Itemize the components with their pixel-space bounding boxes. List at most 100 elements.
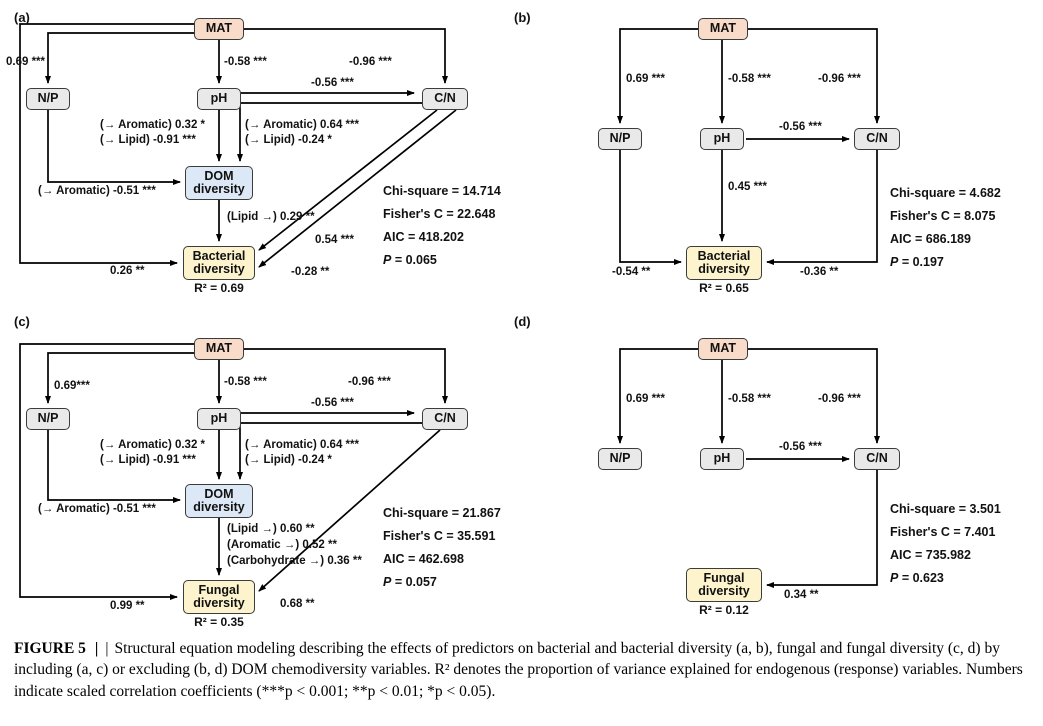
arrow-a-mat-to-cn bbox=[244, 28, 448, 84]
caption-body: Structural equation modeling describing … bbox=[14, 640, 1023, 700]
arrow-a-right-to-bacterial bbox=[258, 109, 457, 268]
edge-label-d-ph-cn: -0.56 *** bbox=[779, 441, 822, 453]
r2-fungal-c: R² = 0.35 bbox=[194, 615, 244, 629]
edge-label-a-dom-bacterial: (Lipid →) 0.29 ** bbox=[227, 211, 315, 223]
edge-label-a-ph-cn: -0.56 *** bbox=[311, 77, 354, 89]
edge-label-c-cn-dom-aromatic: (→ Aromatic) 0.64 *** bbox=[245, 439, 359, 451]
edge-label-c-mat-ph: -0.58 *** bbox=[224, 376, 267, 388]
edge-label-b-ph-cn: -0.56 *** bbox=[779, 121, 822, 133]
stat-fisher-d: Fisher's C = 7.401 bbox=[890, 525, 996, 539]
arrow-b-mat-to-cn bbox=[748, 28, 880, 124]
edge-label-c-ph-dom-lipid: (→ Lipid) -0.91 *** bbox=[100, 454, 196, 466]
stat-aic-d: AIC = 735.982 bbox=[890, 548, 971, 562]
stat-aic-a: AIC = 418.202 bbox=[383, 230, 464, 244]
arrow-b-mat-to-np bbox=[617, 28, 698, 124]
arrow-a-np-to-dom bbox=[47, 110, 181, 185]
edge-label-a-right-bacterial: -0.28 ** bbox=[291, 266, 330, 278]
arrow-a-mat-to-np bbox=[45, 32, 194, 84]
node-ph-d: pH bbox=[700, 448, 744, 470]
stat-chisq-b: Chi-square = 4.682 bbox=[890, 186, 1001, 200]
node-mat-c: MAT bbox=[194, 338, 244, 360]
edge-label-c-cn-dom-lipid: (→ Lipid) -0.24 * bbox=[245, 454, 332, 466]
node-np-b: N/P bbox=[598, 128, 642, 150]
edge-label-a-mat-cn: -0.96 *** bbox=[349, 56, 392, 68]
node-bacterial-diversity-a: Bacterial diversity bbox=[183, 246, 255, 280]
edge-label-c-mat-np: 0.69*** bbox=[54, 380, 90, 392]
edge-label-a-cn-bacterial: 0.54 *** bbox=[315, 234, 355, 246]
caption-label: FIGURE 5 bbox=[14, 640, 86, 657]
arrow-a-cn-to-dom bbox=[237, 102, 422, 162]
edge-label-d-mat-cn: -0.96 *** bbox=[818, 393, 861, 405]
fit-stats-c: Chi-square = 21.867 Fisher's C = 35.591 … bbox=[383, 502, 501, 594]
edge-label-c-mat-cn: -0.96 *** bbox=[348, 376, 391, 388]
node-np-c: N/P bbox=[26, 408, 70, 430]
r2-fungal-d: R² = 0.12 bbox=[699, 603, 749, 617]
node-mat-b: MAT bbox=[698, 18, 748, 40]
node-ph-b: pH bbox=[700, 128, 744, 150]
node-mat-d: MAT bbox=[698, 338, 748, 360]
panel-d-tag: (d) bbox=[514, 314, 531, 329]
stat-chisq-d: Chi-square = 3.501 bbox=[890, 502, 1001, 516]
edge-label-d-mat-ph: -0.58 *** bbox=[728, 393, 771, 405]
edge-label-a-cn-dom-aromatic: (→ Aromatic) 0.64 *** bbox=[245, 119, 359, 131]
panel-c-tag: (c) bbox=[14, 314, 30, 329]
edge-label-c-ph-dom-aromatic: (→ Aromatic) 0.32 * bbox=[100, 439, 206, 451]
edge-label-a-mat-np: 0.69 *** bbox=[6, 56, 46, 68]
arrow-b-cn-to-bacterial bbox=[766, 150, 878, 265]
stat-p-c: P = 0.057 bbox=[383, 575, 437, 589]
node-np-d: N/P bbox=[598, 448, 642, 470]
arrow-c-left-to-fungal bbox=[19, 343, 194, 600]
node-dom-diversity-a: DOM diversity bbox=[185, 166, 253, 200]
edge-label-c-left-fungal: 0.99 ** bbox=[110, 600, 145, 612]
stat-fisher-b: Fisher's C = 8.075 bbox=[890, 209, 996, 223]
node-ph-c: pH bbox=[197, 408, 241, 430]
edge-label-a-left-bacterial: 0.26 ** bbox=[110, 265, 145, 277]
stat-aic-c: AIC = 462.698 bbox=[383, 552, 464, 566]
stat-chisq-c: Chi-square = 21.867 bbox=[383, 506, 501, 520]
edge-label-c-dom-fungal-carbohydrate: (Carbohydrate →) 0.36 ** bbox=[227, 555, 362, 567]
node-dom-diversity-c: DOM diversity bbox=[185, 484, 253, 518]
arrow-d-cn-to-fungal bbox=[766, 470, 878, 588]
stat-aic-b: AIC = 686.189 bbox=[890, 232, 971, 246]
edge-label-d-cn-fungal: 0.34 ** bbox=[784, 589, 819, 601]
edge-label-c-np-dom: (→ Aromatic) -0.51 *** bbox=[38, 503, 156, 515]
arrow-d-mat-to-cn bbox=[748, 348, 880, 444]
stat-chisq-a: Chi-square = 14.714 bbox=[383, 184, 501, 198]
arrow-d-mat-to-np bbox=[617, 348, 698, 444]
fit-stats-d: Chi-square = 3.501 Fisher's C = 7.401 AI… bbox=[890, 498, 1001, 590]
figure-caption: FIGURE 5||Structural equation modeling d… bbox=[14, 638, 1030, 702]
edge-label-a-ph-dom-lipid: (→ Lipid) -0.91 *** bbox=[100, 134, 196, 146]
edge-label-c-ph-cn: -0.56 *** bbox=[311, 397, 354, 409]
stat-p-b: P = 0.197 bbox=[890, 255, 944, 269]
node-cn-b: C/N bbox=[854, 128, 900, 150]
panel-b-tag: (b) bbox=[514, 10, 531, 25]
caption-separator-1: | bbox=[94, 640, 99, 657]
edge-label-b-mat-cn: -0.96 *** bbox=[818, 73, 861, 85]
arrow-c-np-to-dom bbox=[47, 430, 181, 503]
node-cn-c: C/N bbox=[422, 408, 468, 430]
edge-label-a-np-dom: (→ Aromatic) -0.51 *** bbox=[38, 185, 156, 197]
r2-bacterial-a: R² = 0.69 bbox=[194, 281, 244, 295]
edge-label-a-ph-dom-aromatic: (→ Aromatic) 0.32 * bbox=[100, 119, 206, 131]
arrow-c-mat-to-cn bbox=[244, 348, 448, 404]
fit-stats-b: Chi-square = 4.682 Fisher's C = 8.075 AI… bbox=[890, 182, 1001, 274]
edge-label-b-ph-bacterial: 0.45 *** bbox=[728, 181, 768, 193]
edge-label-d-mat-np: 0.69 *** bbox=[626, 393, 666, 405]
edge-label-b-cn-bacterial: -0.36 ** bbox=[800, 266, 839, 278]
fit-stats-a: Chi-square = 14.714 Fisher's C = 22.648 … bbox=[383, 180, 501, 272]
stat-p-d: P = 0.623 bbox=[890, 571, 944, 585]
arrow-a-cn-to-bacterial bbox=[258, 109, 438, 251]
node-np-a: N/P bbox=[26, 88, 70, 110]
arrow-c-cn-to-fungal bbox=[258, 429, 441, 592]
node-cn-d: C/N bbox=[854, 448, 900, 470]
edge-label-b-mat-ph: -0.58 *** bbox=[728, 73, 771, 85]
edge-label-c-cn-fungal: 0.68 ** bbox=[280, 598, 315, 610]
node-fungal-diversity-d: Fungal diversity bbox=[686, 568, 762, 602]
panel-d-arrows bbox=[617, 348, 880, 588]
panel-a-tag: (a) bbox=[14, 10, 30, 25]
arrow-b-np-to-bacterial bbox=[619, 150, 682, 265]
node-cn-a: C/N bbox=[422, 88, 468, 110]
edge-label-c-dom-fungal-aromatic: (Aromatic →) 0.52 ** bbox=[227, 539, 337, 551]
node-mat-a: MAT bbox=[194, 18, 244, 40]
